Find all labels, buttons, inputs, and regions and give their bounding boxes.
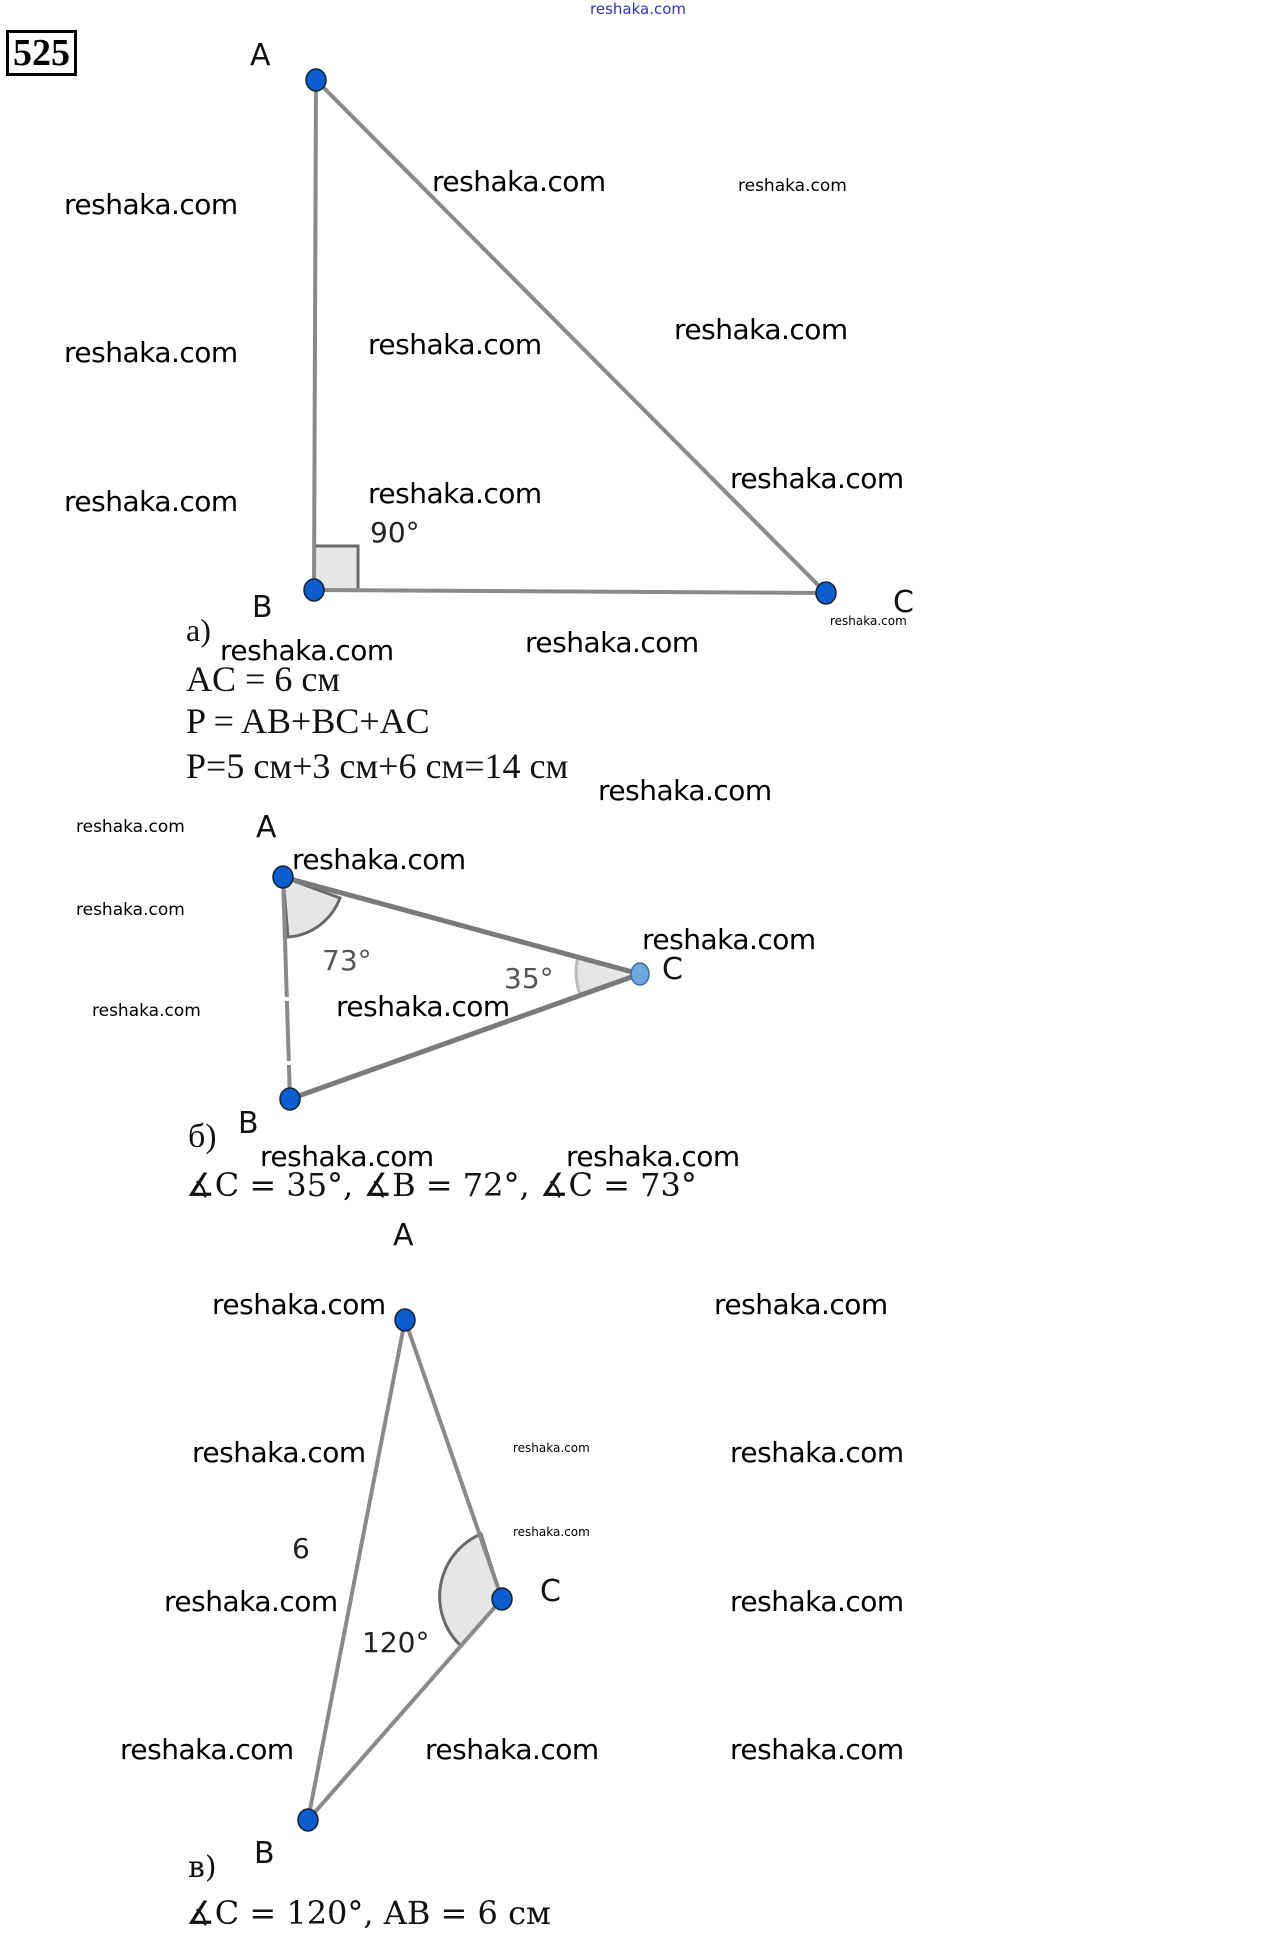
triangle-b [272,865,650,1111]
side-ab [312,79,318,591]
angle-label-a: 73° [322,944,372,977]
part-b-label: б) [188,1118,217,1155]
watermark: reshaka.com [212,1288,386,1321]
point-c [491,1587,513,1611]
watermark: reshaka.com [513,1525,590,1539]
watermark: reshaka.com [830,614,907,628]
watermark: reshaka.com [92,1001,201,1021]
part-c-label: в) [188,1850,217,1885]
triangle-a [303,68,837,605]
vertex-label-a: A [250,38,271,73]
watermark: reshaka.com [120,1733,294,1766]
side-ac [403,1319,504,1600]
part-a-line-3: P=5 см+3 см+6 см=14 см [186,746,569,786]
watermark: reshaka.com [425,1733,599,1766]
site-watermark-top: reshaka.com [590,0,686,18]
point-c [815,581,837,605]
angle-label-b: 90° [370,516,420,549]
watermark: reshaka.com [525,626,699,659]
task-number: 525 [6,30,77,76]
side-ac [314,78,828,595]
watermark: reshaka.com [64,336,238,369]
angle-c-arc [438,1531,504,1649]
watermark: reshaka.com [432,165,606,198]
vertex-label-c: C [540,1574,561,1609]
side-ac [282,874,641,977]
watermark: reshaka.com [730,1733,904,1766]
vertex-label-b: B [238,1106,259,1141]
part-a-line-2: P = AB+BC+AC [186,701,430,741]
watermark: reshaka.com [730,462,904,495]
watermark: reshaka.com [220,634,394,667]
watermark: reshaka.com [192,1436,366,1469]
watermark: reshaka.com [566,1140,740,1173]
watermark: reshaka.com [64,485,238,518]
watermark: reshaka.com [598,774,772,807]
point-c [630,962,650,986]
watermark: reshaka.com [738,176,847,196]
part-c-result: ∡C = 120°, AB = 6 см [186,1894,551,1932]
angle-label-c: 120° [362,1626,430,1659]
angle-label-c: 35° [504,962,554,995]
side-ab [306,1319,407,1821]
side-label-ab: 6 [292,1532,310,1565]
side-ab [281,876,292,1100]
watermark: reshaka.com [76,817,185,837]
part-b-result: ∡C = 35°, ∡B = 72°, ∡C = 73° [186,1166,697,1204]
watermark: reshaka.com [714,1288,888,1321]
watermark: reshaka.com [730,1585,904,1618]
watermark: reshaka.com [76,900,185,920]
point-a [305,68,327,92]
watermark: reshaka.com [513,1441,590,1455]
vertex-label-c: C [662,952,683,987]
watermark: reshaka.com [336,990,510,1023]
point-b [297,1808,319,1832]
part-a-line-1: AC = 6 см [186,659,341,699]
point-b [303,578,325,602]
watermark: reshaka.com [674,313,848,346]
watermark: reshaka.com [368,328,542,361]
vertex-label-a: A [393,1218,414,1253]
triangle-c [297,1308,513,1832]
watermark: reshaka.com [292,843,466,876]
watermark: reshaka.com [730,1436,904,1469]
watermark: reshaka.com [642,923,816,956]
watermark: reshaka.com [260,1140,434,1173]
side-bc [289,971,641,1102]
vertex-label-b: B [252,590,273,625]
angle-a-arc [281,874,342,939]
vertex-label-a: A [256,810,277,845]
vertex-label-c: C [893,585,914,620]
side-bc [313,588,827,595]
point-a [272,865,294,889]
point-b [279,1087,301,1111]
point-a [394,1308,416,1332]
part-a-label: а) [186,612,211,648]
side-bc [306,1597,504,1822]
vertex-label-b: B [254,1836,275,1871]
watermark: reshaka.com [64,188,238,221]
watermark: reshaka.com [368,477,542,510]
watermark: reshaka.com [164,1585,338,1618]
